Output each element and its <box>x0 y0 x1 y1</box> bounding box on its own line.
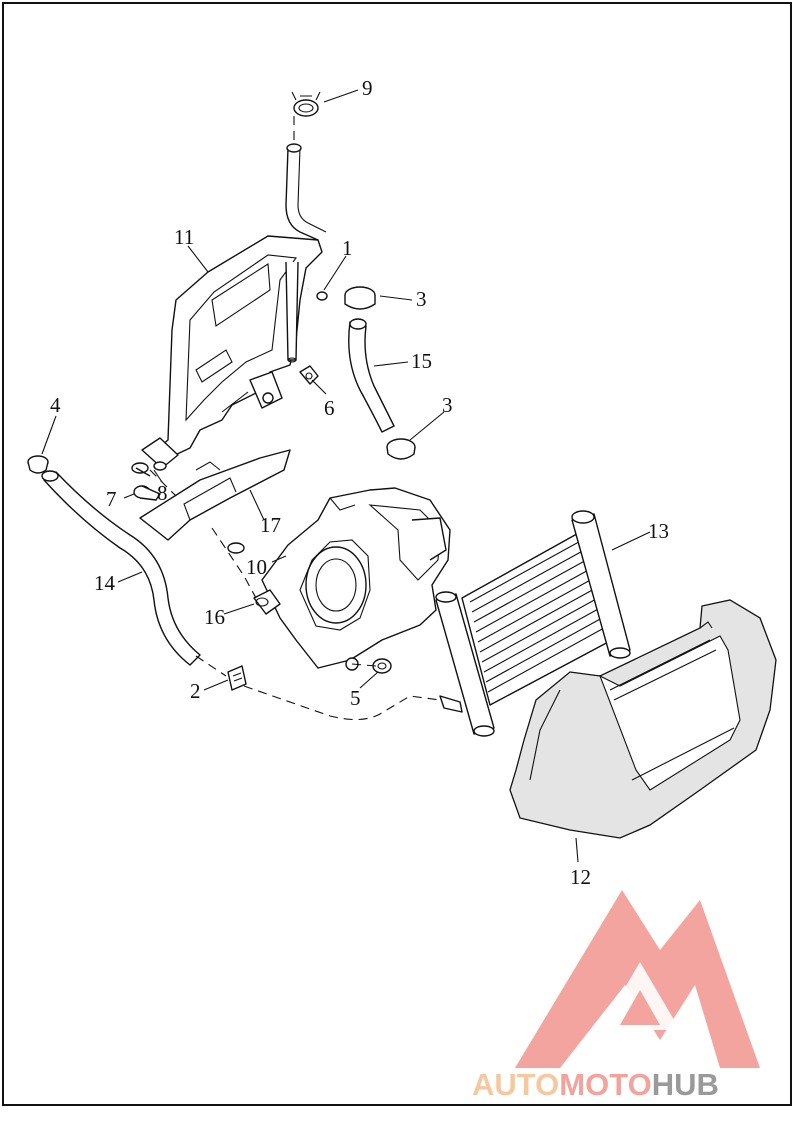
callout-5: 5 <box>350 686 361 710</box>
assembly-path-5 <box>351 663 377 667</box>
watermark-text: AUTOMOTOHUB <box>472 1067 719 1102</box>
callout-3-lower: 3 <box>442 393 453 417</box>
part-16-fitting <box>253 589 281 615</box>
callout-2: 2 <box>190 679 201 703</box>
watermark-hub: HUB <box>652 1067 719 1102</box>
assembly-path-17-to-16 <box>211 527 257 599</box>
part-14-hose <box>41 470 201 666</box>
leader-lines <box>41 89 651 863</box>
callout-13: 13 <box>648 519 669 543</box>
part-9-clamp <box>291 91 321 117</box>
callout-11: 11 <box>174 225 194 249</box>
part-10-bolt <box>221 528 245 554</box>
diagram-frame <box>2 2 792 1106</box>
part-15-hose <box>348 318 395 433</box>
callout-7: 7 <box>106 487 117 511</box>
part-12-cover <box>509 599 777 839</box>
callout-1: 1 <box>342 236 353 260</box>
callout-3-upper: 3 <box>416 287 427 311</box>
callout-8: 8 <box>157 481 168 505</box>
callout-6: 6 <box>324 396 335 420</box>
watermark-auto: AUTO <box>472 1067 559 1102</box>
part-17-deflector <box>139 449 291 541</box>
part-1-screw <box>307 286 328 302</box>
callout-9: 9 <box>362 76 373 100</box>
callouts: 9 11 1 3 15 3 6 4 8 7 17 13 10 14 16 2 5… <box>50 76 669 889</box>
part-7-screw <box>133 485 161 501</box>
part-3-upper-clamp <box>344 286 376 310</box>
callout-15: 15 <box>411 349 432 373</box>
fan-shroud <box>261 487 451 671</box>
callout-10: 10 <box>246 555 267 579</box>
assembly-path-2-to-radiator <box>243 685 441 721</box>
callout-16: 16 <box>204 605 225 629</box>
callout-17: 17 <box>260 513 281 537</box>
part-3-lower-ring <box>386 438 416 460</box>
assembly-path-14-to-2 <box>195 655 227 677</box>
watermark-logo <box>515 890 760 1068</box>
part-13-radiator <box>435 510 631 737</box>
part-4-hose-cap <box>27 455 49 474</box>
part-2-clip <box>227 665 247 691</box>
callout-4: 4 <box>50 393 61 417</box>
part-11-bracket <box>141 143 327 469</box>
callout-12: 12 <box>570 865 591 889</box>
part-6-clip <box>299 365 319 385</box>
assembly-path-8 <box>149 469 177 497</box>
part-8-screws <box>131 461 167 477</box>
callout-14: 14 <box>94 571 116 595</box>
watermark-moto: MOTO <box>559 1067 651 1102</box>
